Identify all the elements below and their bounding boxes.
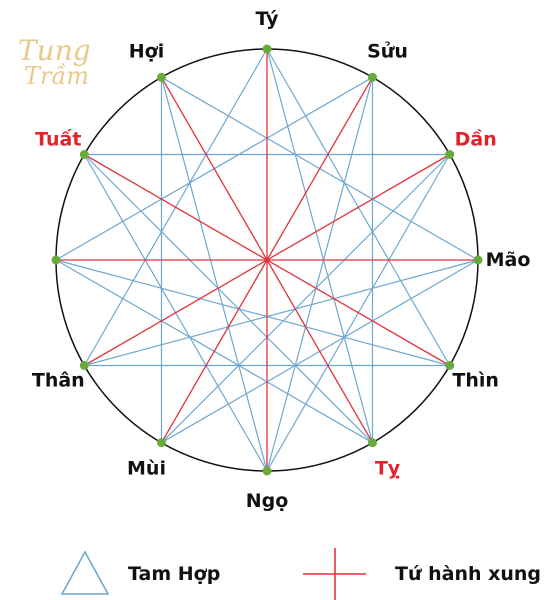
- legend-tu-hanh-xung: Tứ hành xung: [303, 548, 541, 600]
- label-tuat: Tuất: [35, 128, 81, 151]
- label-mui: Mùi: [127, 458, 166, 480]
- label-thin: Thìn: [452, 370, 499, 392]
- label-than: Thân: [32, 370, 85, 392]
- node-dau: [51, 255, 61, 265]
- chord-mao-than: [84, 259, 479, 367]
- node-tyj: [368, 438, 377, 448]
- label-ngo: Ngọ: [246, 490, 289, 512]
- node-suu: [368, 72, 377, 82]
- label-ty: Tý: [255, 8, 279, 30]
- node-tuat: [79, 150, 89, 159]
- zodiac-nodes: [51, 44, 483, 476]
- triangle-icon: [60, 550, 110, 595]
- chord-ty-tyj: [266, 48, 374, 443]
- watermark-line2: Trầm: [24, 62, 89, 90]
- chord-thin-dau: [55, 259, 450, 367]
- label-dan: Dần: [455, 128, 497, 151]
- node-than: [79, 361, 89, 370]
- node-mao: [473, 255, 483, 265]
- chord-suu-ngo: [266, 77, 374, 472]
- node-dan: [445, 150, 455, 159]
- watermark-line1: Tung: [18, 34, 91, 67]
- node-hoi: [157, 72, 166, 82]
- watermark-logo: Tung Trầm: [18, 34, 91, 90]
- label-tyj: Tỵ: [375, 458, 401, 480]
- chord-ngo-hoi: [160, 77, 268, 472]
- chord-tyj-tuat: [83, 154, 373, 444]
- legend-tam-hop-label: Tam Hợp: [128, 563, 220, 585]
- node-mui: [157, 438, 166, 448]
- label-hoi: Hợi: [129, 40, 164, 62]
- tu-hanh-xung-lines: [56, 49, 478, 471]
- xung-line-tyj-hoi: [160, 76, 374, 444]
- legend-tam-hop: Tam Hợp: [60, 550, 220, 595]
- legend: Tam Hợp Tứ hành xung: [60, 548, 541, 600]
- node-thin: [445, 361, 455, 370]
- label-suu: Sửu: [367, 40, 408, 62]
- label-mao: Mão: [486, 249, 531, 271]
- legend-tu-hanh-xung-label: Tứ hành xung: [395, 563, 541, 585]
- node-ty: [262, 44, 272, 54]
- chord-dan-mui: [161, 154, 451, 444]
- node-ngo: [262, 466, 272, 476]
